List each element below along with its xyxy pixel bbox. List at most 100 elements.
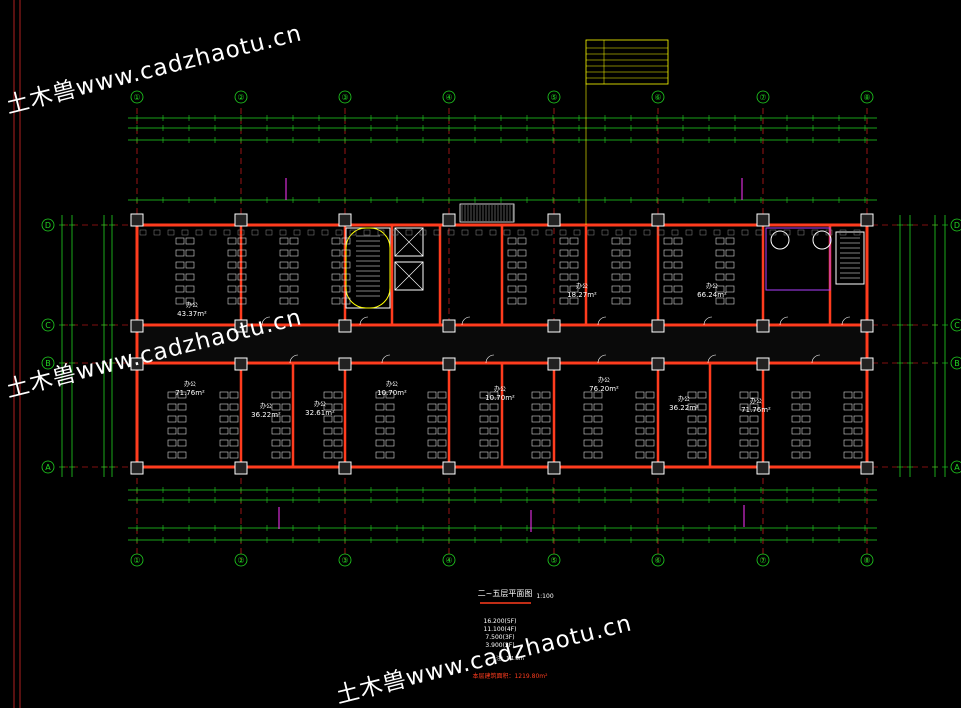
desk bbox=[375, 415, 385, 423]
desk bbox=[333, 451, 343, 459]
grid-bubble bbox=[756, 553, 770, 567]
desk bbox=[843, 415, 853, 423]
stairwell-east bbox=[835, 231, 865, 285]
desk bbox=[749, 403, 759, 411]
desk bbox=[583, 415, 593, 423]
level-label: 7.500(3F) bbox=[485, 634, 514, 641]
desk bbox=[185, 237, 195, 245]
grid-bubble bbox=[756, 90, 770, 104]
desk bbox=[635, 439, 645, 447]
level-label: 16.200(5F) bbox=[484, 618, 517, 625]
room-area: 71.76m² bbox=[175, 389, 205, 397]
structural-column bbox=[234, 357, 248, 371]
structural-column bbox=[130, 461, 144, 475]
desk bbox=[749, 451, 759, 459]
desk bbox=[687, 403, 697, 411]
grid-bubble bbox=[41, 218, 55, 232]
desk bbox=[227, 261, 237, 269]
chair bbox=[545, 229, 553, 236]
desk bbox=[323, 451, 333, 459]
desk bbox=[801, 451, 811, 459]
desk bbox=[645, 427, 655, 435]
structural-column bbox=[338, 461, 352, 475]
toilet-fixture bbox=[770, 230, 790, 250]
chair bbox=[671, 229, 679, 236]
desk bbox=[229, 403, 239, 411]
door-swing bbox=[261, 316, 271, 326]
desk bbox=[593, 439, 603, 447]
grid-label-column: ⑥ bbox=[654, 556, 661, 565]
chair bbox=[391, 229, 399, 236]
door-swing bbox=[779, 316, 789, 326]
desk bbox=[333, 427, 343, 435]
desk bbox=[725, 249, 735, 257]
structural-column bbox=[547, 319, 561, 333]
desk bbox=[323, 427, 333, 435]
grid-bubble bbox=[950, 460, 961, 474]
desk bbox=[237, 249, 247, 257]
desk bbox=[219, 439, 229, 447]
desk bbox=[559, 249, 569, 257]
structural-column bbox=[651, 213, 665, 227]
desk bbox=[507, 249, 517, 257]
structural-column bbox=[756, 461, 770, 475]
desk bbox=[611, 237, 621, 245]
desk bbox=[715, 237, 725, 245]
structural-column bbox=[234, 213, 248, 227]
grid-bubble bbox=[234, 553, 248, 567]
roof-hatch bbox=[459, 203, 515, 223]
desk bbox=[279, 285, 289, 293]
desk bbox=[559, 273, 569, 281]
desk bbox=[593, 403, 603, 411]
desk bbox=[385, 451, 395, 459]
desk bbox=[479, 391, 489, 399]
desk bbox=[331, 285, 341, 293]
desk bbox=[385, 391, 395, 399]
desk bbox=[517, 285, 527, 293]
door-swing bbox=[811, 354, 821, 364]
desk bbox=[517, 273, 527, 281]
drawing-scale: 1:100 bbox=[536, 593, 553, 600]
structural-column bbox=[442, 357, 456, 371]
desk bbox=[333, 391, 343, 399]
desk bbox=[479, 403, 489, 411]
structural-column bbox=[860, 357, 874, 371]
desk bbox=[673, 285, 683, 293]
desk bbox=[427, 403, 437, 411]
desk bbox=[489, 415, 499, 423]
desk bbox=[331, 249, 341, 257]
desk bbox=[593, 415, 603, 423]
drawing-title: 二~五层平面图 bbox=[478, 589, 533, 598]
grid-label-column: ② bbox=[237, 93, 244, 102]
desk bbox=[569, 273, 579, 281]
desk bbox=[791, 451, 801, 459]
chair bbox=[727, 229, 735, 236]
door-swing bbox=[359, 316, 369, 326]
chair bbox=[629, 229, 637, 236]
desk bbox=[237, 297, 247, 305]
door-swing bbox=[597, 316, 607, 326]
structural-column bbox=[234, 461, 248, 475]
desk bbox=[673, 249, 683, 257]
desk bbox=[279, 261, 289, 269]
grid-label-column: ② bbox=[237, 556, 244, 565]
desk bbox=[331, 297, 341, 305]
desk bbox=[341, 285, 351, 293]
chair bbox=[181, 229, 189, 236]
structural-column bbox=[338, 213, 352, 227]
desk bbox=[791, 439, 801, 447]
grid-bubble bbox=[338, 553, 352, 567]
desk bbox=[531, 415, 541, 423]
structural-column bbox=[860, 319, 874, 333]
chair bbox=[363, 229, 371, 236]
grid-label-row: A bbox=[954, 463, 960, 472]
desk bbox=[289, 273, 299, 281]
elevator-cross bbox=[394, 261, 424, 291]
grid-bubble bbox=[860, 90, 874, 104]
desk bbox=[739, 391, 749, 399]
grid-bubble bbox=[41, 318, 55, 332]
room-area: 66.24m² bbox=[697, 291, 727, 299]
grid-bubble bbox=[547, 553, 561, 567]
